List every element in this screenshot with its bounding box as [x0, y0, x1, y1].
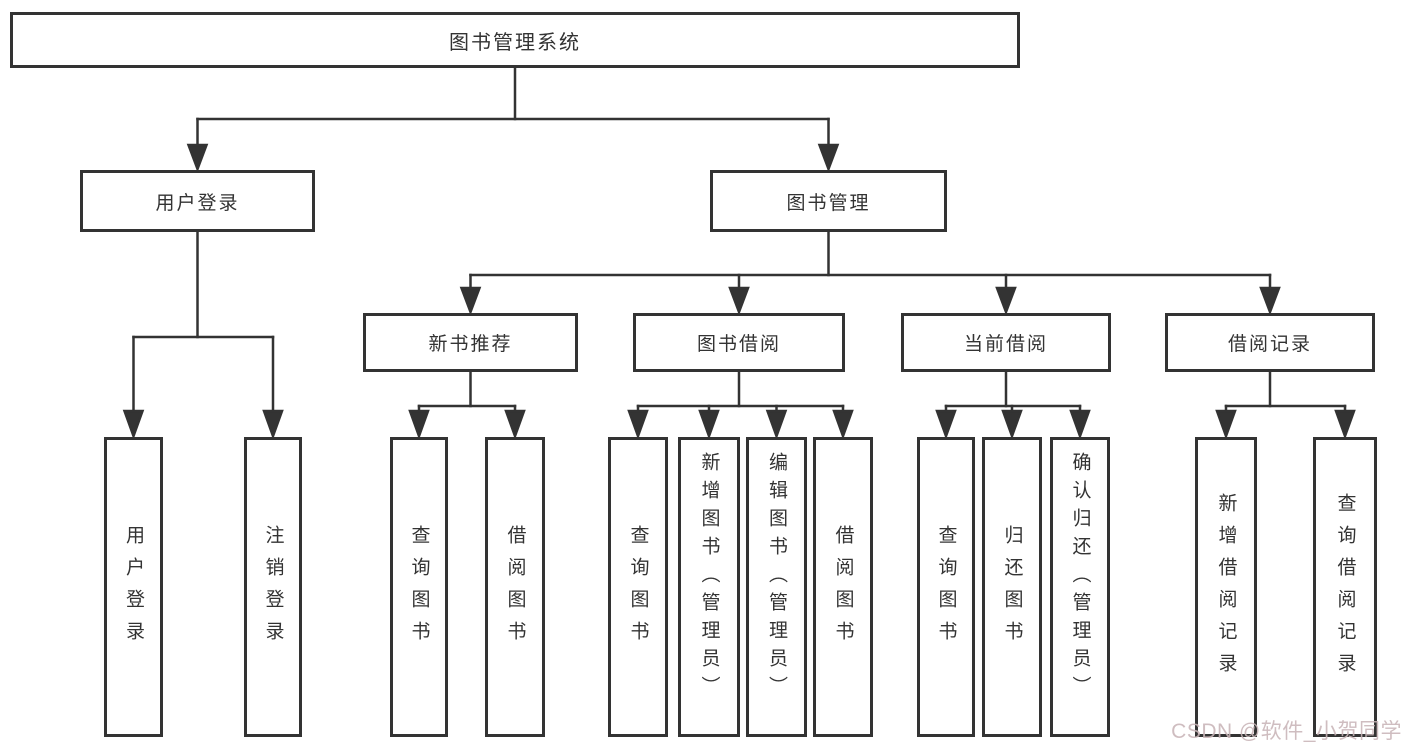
leaf-borrow-books-recommend: 借阅图书 — [485, 437, 545, 737]
leaf-confirm-return-admin: 确认归还（管理员） — [1050, 437, 1110, 737]
leaf-query-books-recommend: 查询图书 — [390, 437, 448, 737]
leaf-edit-book-admin: 编辑图书（管理员） — [746, 437, 807, 737]
node-book-borrowing: 图书借阅 — [633, 313, 845, 372]
leaf-user-login: 用户登录 — [104, 437, 163, 737]
leaf-add-borrow-record: 新增借阅记录 — [1195, 437, 1257, 737]
leaf-borrow-books: 借阅图书 — [813, 437, 873, 737]
node-current-borrowing: 当前借阅 — [901, 313, 1111, 372]
node-user-login: 用户登录 — [80, 170, 315, 232]
leaf-add-book-admin: 新增图书（管理员） — [678, 437, 740, 737]
leaf-return-book: 归还图书 — [982, 437, 1042, 737]
leaf-logout: 注销登录 — [244, 437, 302, 737]
node-book-management: 图书管理 — [710, 170, 947, 232]
csdn-watermark: CSDN @软件_小贺同学 — [1171, 720, 1402, 743]
node-new-book-recommendation: 新书推荐 — [363, 313, 578, 372]
node-library-management-system: 图书管理系统 — [10, 12, 1020, 68]
node-borrowing-records: 借阅记录 — [1165, 313, 1375, 372]
leaf-query-books-borrow: 查询图书 — [608, 437, 668, 737]
leaf-query-books-current: 查询图书 — [917, 437, 975, 737]
leaf-query-borrow-record: 查询借阅记录 — [1313, 437, 1377, 737]
